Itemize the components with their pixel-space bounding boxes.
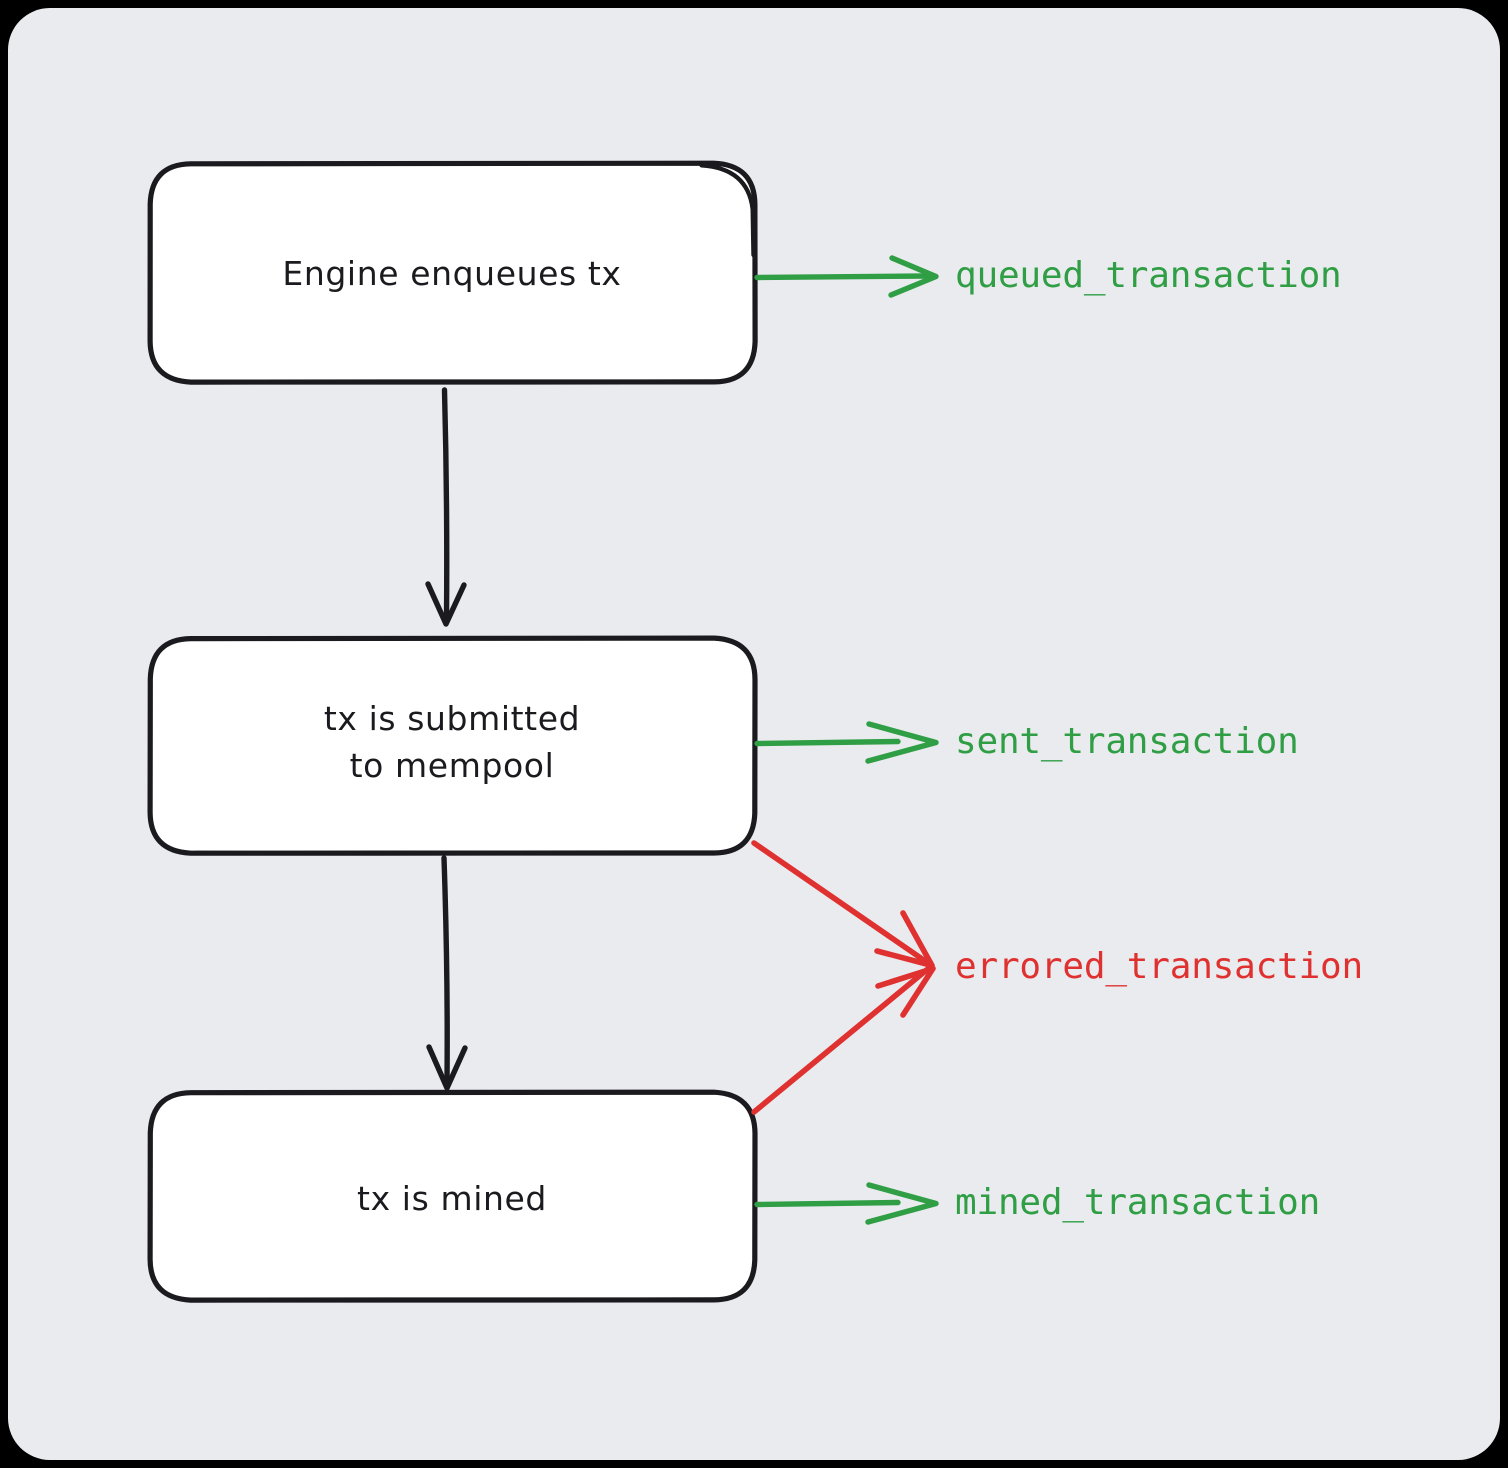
edge-mined-transaction (754, 1182, 939, 1225)
event-label-mined-transaction: mined_transaction (955, 1182, 1320, 1223)
node-submit-label-line1: tx is submitted (324, 699, 580, 738)
node-enqueue[interactable]: Engine enqueues tx (147, 160, 758, 385)
edge-queued-transaction-arrowhead (888, 255, 939, 298)
edge-errored-from-mined-line (751, 965, 932, 1115)
node-mined-label: tx is mined (357, 1179, 547, 1218)
node-enqueue-shape (150, 163, 755, 382)
edge-enqueue-to-submit-arrowhead (425, 581, 467, 627)
edge-submit-to-mined (426, 855, 468, 1091)
node-mined-shape (150, 1092, 755, 1300)
node-mined[interactable]: tx is mined (147, 1089, 758, 1303)
node-submit-label-line2: to mempool (350, 746, 555, 785)
node-enqueue-border-stroke-2 (699, 163, 756, 258)
node-mined-border-stroke-2 (194, 1297, 708, 1303)
event-label-sent-transaction: sent_transaction (955, 721, 1299, 762)
node-submit-shape (150, 638, 755, 853)
event-label-queued-transaction: queued_transaction (955, 255, 1342, 296)
edge-mined-transaction-arrowhead (865, 1182, 939, 1225)
edge-enqueue-to-submit (425, 387, 467, 627)
edge-queued-transaction (754, 255, 939, 298)
edge-errored-from-submit-arrowhead (874, 910, 935, 969)
edge-enqueue-to-submit-line (441, 387, 450, 621)
edge-sent-transaction-line (754, 738, 901, 747)
node-mined-border-stroke-1 (147, 1089, 758, 1303)
edge-queued-transaction-line (754, 273, 933, 281)
event-label-errored-transaction: errored_transaction (955, 946, 1363, 987)
node-submit[interactable]: tx is submitted to mempool (147, 635, 758, 856)
edge-errored-transaction-from-mined (751, 965, 936, 1115)
edge-sent-transaction (754, 721, 939, 764)
edge-errored-transaction-from-submit (751, 840, 935, 969)
edge-mined-transaction-line (754, 1199, 901, 1208)
node-enqueue-label: Engine enqueues tx (282, 254, 621, 293)
edge-sent-transaction-arrowhead (865, 721, 939, 764)
node-submit-border-stroke-2 (194, 850, 702, 856)
node-submit-border-stroke-1 (147, 635, 758, 856)
edge-errored-from-mined-arrowhead (875, 965, 936, 1018)
node-enqueue-border-stroke-1 (147, 160, 758, 385)
edge-errored-from-submit-line (751, 840, 931, 966)
edge-submit-to-mined-line (441, 855, 450, 1085)
edge-submit-to-mined-arrowhead (426, 1044, 468, 1091)
